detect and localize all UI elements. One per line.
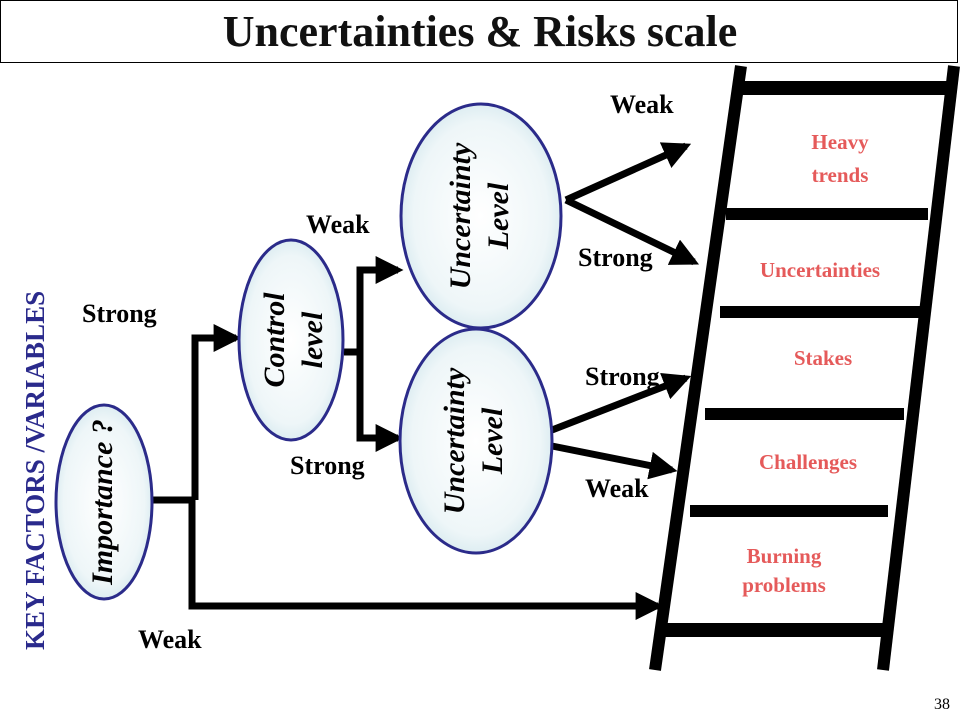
ladder-rail-right [877, 65, 960, 671]
bottom-weak-label: Weak [585, 474, 649, 503]
control-weak-branch [356, 256, 404, 352]
importance-strong-label: Strong [82, 299, 157, 328]
top-strong-label: Strong [578, 243, 653, 272]
top-strong-branch [564, 196, 700, 266]
control-strong-branch [356, 352, 404, 452]
rung-label-challenges: Challenges [759, 450, 857, 474]
importance-weak-label: Weak [138, 625, 202, 654]
importance-weak-branch [188, 500, 664, 620]
importance-strong-branch [191, 324, 242, 500]
uncertainty-bottom-node [398, 327, 554, 555]
control-node-label-1: Control [258, 292, 291, 388]
rung-label-burning-problems-2: problems [742, 573, 826, 597]
ladder [649, 65, 960, 671]
uncertainty-top-label-1: Uncertainty [444, 142, 477, 289]
rung-label-burning-problems-1: Burning [747, 544, 822, 568]
control-strong-label: Strong [290, 451, 365, 480]
bottom-strong-label: Strong [585, 362, 660, 391]
bottom-strong-branch [550, 373, 692, 434]
rung-label-heavy-trends-1: Heavy [811, 130, 869, 154]
side-label: KEY FACTORS /VARIABLES [20, 291, 50, 650]
control-node [237, 238, 345, 442]
importance-node-label: Importance ? [86, 419, 119, 586]
importance-node [54, 403, 154, 601]
uncertainty-top-label-2: Level [482, 182, 515, 250]
uncertainty-bottom-label-1: Uncertainty [438, 367, 471, 514]
control-node-label-2: level [296, 311, 329, 368]
title-box [0, 0, 958, 63]
uncertainty-top-node [399, 102, 563, 330]
rung-label-heavy-trends-2: trends [812, 163, 869, 187]
bottom-weak-branch [551, 442, 678, 480]
page-title: Uncertainties & Risks scale [222, 7, 738, 56]
top-weak-label: Weak [610, 90, 674, 119]
uncertainty-bottom-label-2: Level [476, 407, 509, 475]
top-weak-branch [564, 142, 692, 204]
connectors [150, 142, 700, 620]
ladder-rail-left [649, 65, 747, 671]
page-number: 38 [934, 696, 950, 713]
rung-label-stakes: Stakes [794, 346, 852, 370]
rung-label-uncertainties: Uncertainties [760, 258, 880, 282]
control-weak-label: Weak [306, 210, 370, 239]
